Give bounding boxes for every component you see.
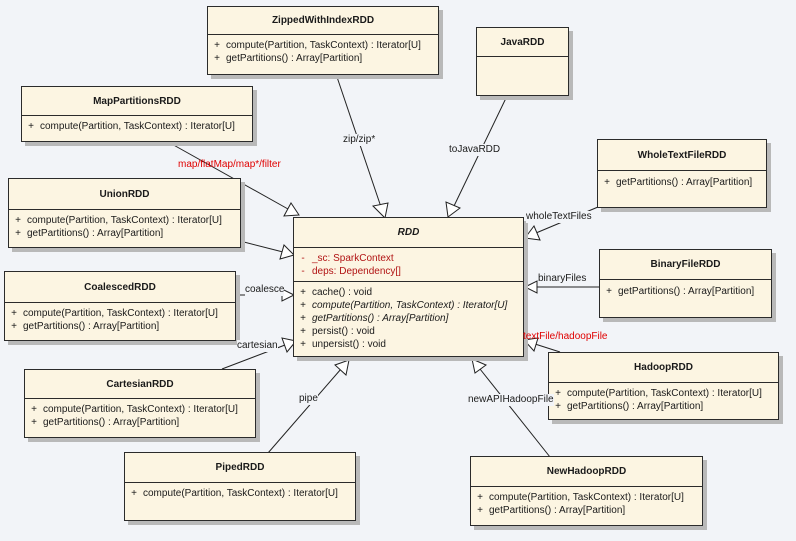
edge-label-tojavardd: toJavaRDD [449, 144, 501, 156]
operations-section [477, 57, 568, 102]
operations-section: +cache() : void +compute(Partition, Task… [294, 281, 523, 354]
class-hadooprdd[interactable]: HadoopRDD +compute(Partition, TaskContex… [548, 352, 779, 420]
operation: +getPartitions() : Array[Partition] [604, 177, 753, 188]
operation: +unpersist() : void [300, 339, 386, 350]
operations-section: +compute(Partition, TaskContext) : Itera… [471, 487, 702, 520]
edge-label-cartesian: cartesian [237, 340, 278, 352]
operation: +getPartitions() : Array[Partition] [300, 313, 449, 324]
edge-piped-rdd [267, 359, 350, 454]
attribute: -_sc: SparkContext [301, 253, 394, 264]
operation: +getPartitions() : Array[Partition] [477, 505, 626, 516]
class-name: RDD [294, 218, 523, 248]
class-mappartitionsrdd[interactable]: MapPartitionsRDD +compute(Partition, Tas… [21, 86, 253, 142]
edge-label-wholetextfiles: wholeTextFiles [526, 211, 592, 223]
operations-section: +getPartitions() : Array[Partition] [598, 171, 766, 192]
edge-label-newapihadoopfile: newAPIHadoopFile [468, 394, 554, 406]
edge-label-pipe: pipe [299, 393, 318, 405]
operation: +persist() : void [300, 326, 375, 337]
operation: +compute(Partition, TaskContext) : Itera… [131, 488, 338, 499]
class-unionrdd[interactable]: UnionRDD +compute(Partition, TaskContext… [8, 178, 241, 248]
attributes-section: -_sc: SparkContext -deps: Dependency[] [294, 248, 523, 281]
class-name: HadoopRDD [549, 353, 778, 383]
operation: +compute(Partition, TaskContext) : Itera… [214, 40, 421, 51]
class-wholetextfilerdd[interactable]: WholeTextFileRDD +getPartitions() : Arra… [597, 139, 767, 208]
operation: +compute(Partition, TaskContext) : Itera… [11, 308, 218, 319]
edge-newhadoop-rdd [471, 358, 551, 458]
operation: +getPartitions() : Array[Partition] [15, 228, 164, 239]
operations-section: +compute(Partition, TaskContext) : Itera… [5, 303, 235, 336]
operation: +compute(Partition, TaskContext) : Itera… [300, 300, 508, 311]
class-pipedrdd[interactable]: PipedRDD +compute(Partition, TaskContext… [124, 452, 356, 521]
class-name: ZippedWithIndexRDD [208, 7, 438, 35]
operation: +compute(Partition, TaskContext) : Itera… [555, 388, 762, 399]
operations-section: +compute(Partition, TaskContext) : Itera… [549, 383, 778, 416]
class-newhadooprdd[interactable]: NewHadoopRDD +compute(Partition, TaskCon… [470, 456, 703, 526]
edge-union-rdd [239, 240, 295, 260]
operation: +getPartitions() : Array[Partition] [11, 321, 160, 332]
class-name: NewHadoopRDD [471, 457, 702, 487]
operation: +compute(Partition, TaskContext) : Itera… [477, 492, 684, 503]
class-rdd[interactable]: RDD -_sc: SparkContext -deps: Dependency… [293, 217, 524, 357]
attribute: -deps: Dependency[] [301, 266, 401, 277]
operation: +getPartitions() : Array[Partition] [606, 286, 755, 297]
class-coalescedrdd[interactable]: CoalescedRDD +compute(Partition, TaskCon… [4, 271, 236, 341]
operations-section: +compute(Partition, TaskContext) : Itera… [9, 210, 240, 243]
edge-label-map: map/flatMap/map*/filter [178, 159, 281, 170]
operations-section: +compute(Partition, TaskContext) : Itera… [25, 399, 255, 432]
edge-label-textfile: textFile/hadoopFile [523, 331, 608, 342]
class-name: CartesianRDD [25, 370, 255, 399]
class-name: UnionRDD [9, 179, 240, 210]
class-binaryfilerdd[interactable]: BinaryFileRDD +getPartitions() : Array[P… [599, 249, 772, 318]
operation: +cache() : void [300, 287, 373, 298]
class-cartesianrdd[interactable]: CartesianRDD +compute(Partition, TaskCon… [24, 369, 256, 438]
class-name: PipedRDD [125, 453, 355, 483]
edge-label-coalesce: coalesce [245, 284, 285, 296]
operation: +getPartitions() : Array[Partition] [31, 417, 180, 428]
operation: +getPartitions() : Array[Partition] [214, 53, 363, 64]
class-name: WholeTextFileRDD [598, 140, 766, 171]
operations-section: +compute(Partition, TaskContext) : Itera… [22, 116, 252, 136]
operations-section: +compute(Partition, TaskContext) : Itera… [125, 483, 355, 503]
operation: +compute(Partition, TaskContext) : Itera… [15, 215, 222, 226]
operations-section: +compute(Partition, TaskContext) : Itera… [208, 35, 438, 68]
operation: +getPartitions() : Array[Partition] [555, 401, 704, 412]
class-name: CoalescedRDD [5, 272, 235, 303]
class-javardd[interactable]: JavaRDD [476, 27, 569, 96]
edge-label-binaryfiles: binaryFiles [538, 273, 587, 285]
class-zippedwithindexrdd[interactable]: ZippedWithIndexRDD +compute(Partition, T… [207, 6, 439, 75]
class-name: JavaRDD [477, 28, 568, 57]
operation: +compute(Partition, TaskContext) : Itera… [31, 404, 238, 415]
operation: +compute(Partition, TaskContext) : Itera… [28, 121, 235, 132]
edge-java-rdd [445, 95, 508, 218]
edge-label-zip: zip/zip* [343, 134, 376, 146]
operations-section: +getPartitions() : Array[Partition] [600, 280, 771, 301]
class-name: MapPartitionsRDD [22, 87, 252, 116]
edge-zipped-rdd [336, 76, 389, 220]
class-name: BinaryFileRDD [600, 250, 771, 280]
